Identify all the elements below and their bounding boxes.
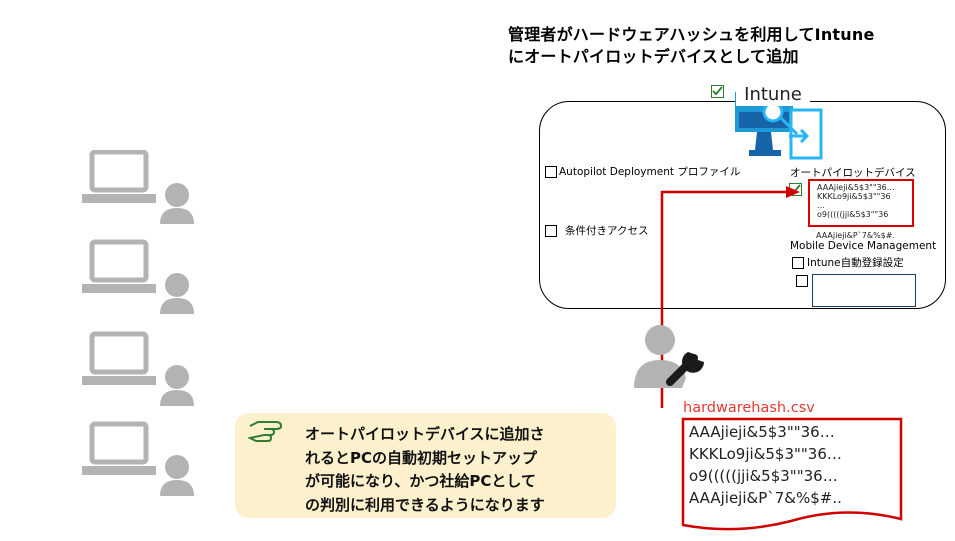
laptop-user-icon xyxy=(82,239,194,314)
autopilot-profile-checkbox[interactable] xyxy=(545,166,557,178)
note-line: れるとPCの自動初期セットアップ xyxy=(305,448,538,467)
laptop-user-icon xyxy=(82,421,194,496)
title-line-1: 管理者がハードウェアハッシュを利用してIntune xyxy=(508,25,875,44)
note-callout xyxy=(235,413,616,518)
extra-checkbox[interactable] xyxy=(796,275,808,287)
intune-label: Intune xyxy=(736,84,810,106)
intune-checkbox[interactable] xyxy=(711,85,724,98)
csv-line: o9(((((jji&5$3""36… xyxy=(689,467,838,485)
autopilot-devices-label: オートパイロットデバイス xyxy=(790,167,916,179)
diagram-title: 管理者がハードウェアハッシュを利用してIntune にオートパイロットデバイスと… xyxy=(508,24,875,68)
csv-document xyxy=(681,417,903,531)
csv-filename: hardwarehash.csv xyxy=(683,400,815,416)
registered-hash-box: AAAjieji&5$3""36… KKKLo9ji&5$3""36 … o9(… xyxy=(808,179,914,227)
laptop-user-icon xyxy=(82,331,194,406)
csv-line: AAAjieji&P`7&%$#.. xyxy=(689,489,842,507)
note-line: オートパイロットデバイスに追加さ xyxy=(305,425,545,443)
csv-line: AAAjieji&5$3""36… xyxy=(689,423,835,441)
hash-line: AAAjieji&5$3""36… xyxy=(817,183,895,192)
pointing-hand-icon xyxy=(248,421,283,442)
csv-content: AAAjieji&5$3""36… KKKLo9ji&5$3""36… o9((… xyxy=(689,421,842,509)
hash-line: KKKLo9ji&5$3""36 xyxy=(817,192,891,201)
conditional-access-label: 条件付きアクセス xyxy=(565,225,649,237)
note-line: の判別に利用できるようになります xyxy=(305,495,545,514)
mdm-label: Mobile Device Management xyxy=(790,240,937,252)
checkmark-icon xyxy=(712,86,723,96)
hash-extra: AAAjieji&P`7&%$#. xyxy=(816,231,896,240)
admin-wrench-icon xyxy=(634,325,704,388)
csv-line: KKKLo9ji&5$3""36… xyxy=(689,445,842,463)
device-user-icons xyxy=(82,150,194,496)
autopilot-profile-label: Autopilot Deployment プロファイル xyxy=(559,166,741,178)
hash-line: … xyxy=(817,201,825,210)
empty-setting-box xyxy=(812,274,916,307)
laptop-user-icon xyxy=(82,150,194,224)
auto-enroll-checkbox[interactable] xyxy=(792,257,804,269)
auto-enroll-label: Intune自動登録設定 xyxy=(807,257,904,269)
note-line: が可能になり、かつ社給PCとして xyxy=(305,472,536,490)
note-text: オートパイロットデバイスに追加さ れるとPCの自動初期セットアップ が可能になり… xyxy=(305,423,605,517)
hash-line: o9(((((jji&5$3""36 xyxy=(817,210,889,219)
conditional-access-checkbox[interactable] xyxy=(545,225,557,237)
title-line-2: にオートパイロットデバイスとして追加 xyxy=(508,47,799,66)
